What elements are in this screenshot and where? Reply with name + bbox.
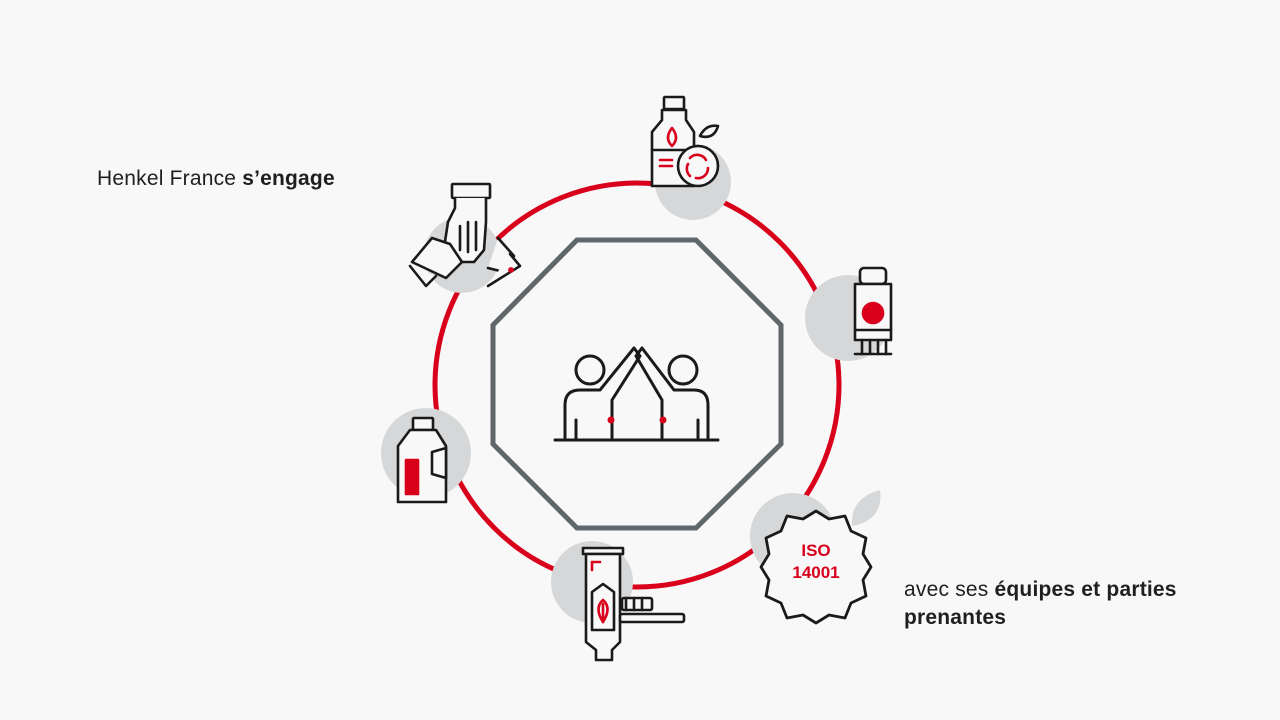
recycled-bottle-icon [650, 95, 720, 188]
red-ring [432, 180, 842, 590]
toothpaste-icon [581, 546, 686, 662]
detergent-bottle-icon [396, 416, 448, 504]
octagon-frame [490, 237, 784, 531]
leaf-decoration [851, 490, 881, 526]
caption-right: avec ses équipes et parties prenantes [904, 576, 1244, 632]
caption-left: Henkel France s’engage [97, 165, 335, 193]
caption-left-regular: Henkel France [97, 167, 243, 190]
badge-line2: 14001 [792, 563, 839, 582]
caption-right-regular: avec ses [904, 578, 995, 601]
caption-right-bold-2: prenantes [904, 606, 1007, 629]
badge-line1: ISO [801, 541, 830, 560]
caption-right-bold-1: équipes et parties [994, 578, 1177, 601]
glue-stick-icon [853, 266, 893, 356]
high-five-people-icon [553, 346, 720, 442]
iso-14001-badge-icon: ISO 14001 [759, 509, 873, 625]
caption-left-bold: s’engage [242, 167, 335, 190]
hands-together-icon [408, 182, 522, 288]
